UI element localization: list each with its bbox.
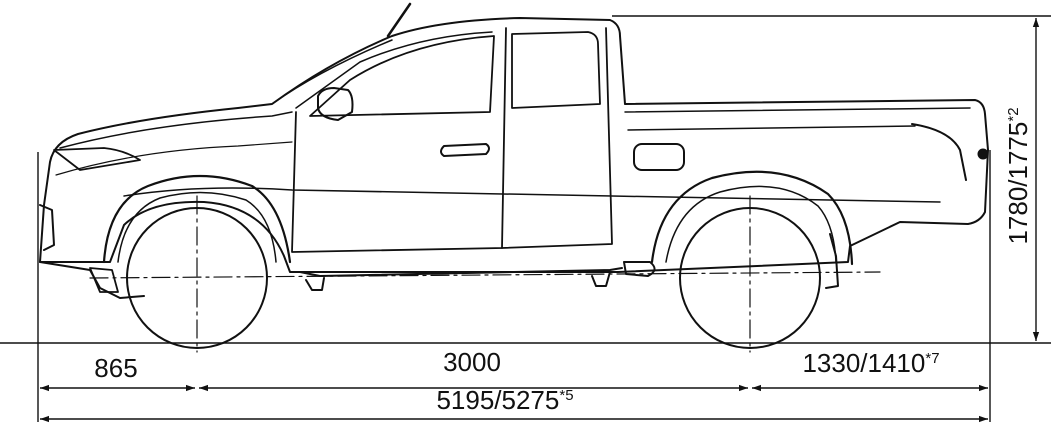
overall-height-value: 1780/1775 — [1003, 122, 1033, 245]
tow-hitch — [623, 261, 656, 277]
front-door-outline — [291, 27, 507, 253]
fog-lamp — [89, 267, 119, 293]
bed-rail — [624, 107, 971, 131]
front-wheel-arch-inner — [117, 191, 277, 263]
wheelbase-label: 3000 — [443, 347, 501, 377]
rear-wheel-arch — [650, 170, 854, 266]
tail-light — [911, 123, 967, 181]
side-mirror — [317, 87, 354, 121]
headlight — [53, 147, 141, 171]
rear-overhang-label: 1330/1410*7 — [802, 348, 939, 378]
front-bumper — [39, 204, 145, 299]
dimension-lines — [0, 15, 1051, 423]
dimension-labels: 865 3000 1330/1410*7 5195/5275*5 1780/17… — [94, 107, 1033, 415]
rear-cab-window — [511, 31, 601, 109]
rear-mud-flap — [825, 233, 839, 289]
front-overhang-label: 865 — [94, 353, 137, 383]
body-outline — [39, 17, 989, 273]
fuel-cap — [633, 143, 685, 171]
overall-length-note: *5 — [559, 387, 573, 404]
windshield — [271, 31, 493, 109]
rear-overhang-value: 1330/1410 — [802, 348, 925, 378]
overall-length-label: 5195/5275*5 — [436, 385, 573, 415]
front-door-window — [309, 35, 495, 117]
side-crease — [123, 187, 941, 203]
hood-crease — [55, 141, 293, 176]
tail-lamp-dot — [977, 148, 989, 160]
axle-height-centerline — [89, 271, 881, 279]
rear-door-outline — [501, 27, 613, 249]
antenna — [386, 2, 412, 38]
door-handle — [440, 143, 490, 157]
hood-line — [59, 111, 293, 149]
rear-wheel-arch-inner — [665, 185, 837, 263]
rear-overhang-note: *7 — [925, 350, 939, 367]
overall-height-note: *2 — [1005, 107, 1022, 121]
overall-length-value: 5195/5275 — [436, 385, 559, 415]
overall-height-label: 1780/1775*2 — [1003, 107, 1033, 244]
front-wheel-arch — [102, 174, 292, 264]
side-step — [299, 267, 623, 291]
pickup-truck-side-view — [39, 2, 989, 353]
